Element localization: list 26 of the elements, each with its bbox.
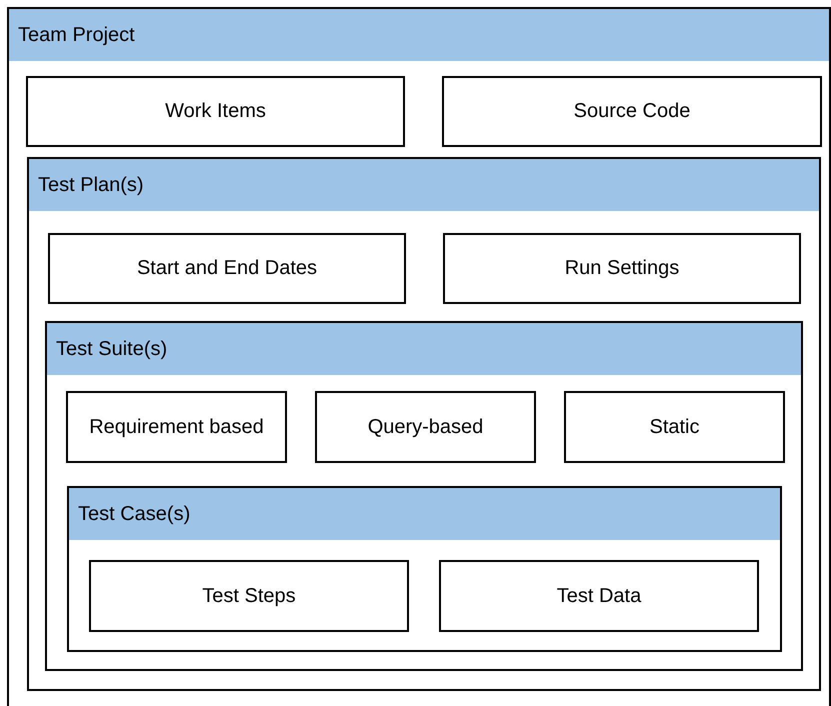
box-label: Test Data <box>556 584 642 608</box>
box-label: Source Code <box>574 100 690 123</box>
item-box <box>315 391 536 463</box>
box-label: Test Steps <box>202 584 296 608</box>
box-label: Query-based <box>368 416 484 438</box>
item-box <box>26 76 405 147</box>
container-box <box>27 157 821 691</box>
header-band: Test Case(s) <box>69 488 780 540</box>
box-label: Start and End Dates <box>136 257 318 280</box>
header-band: Test Plan(s) <box>29 159 819 211</box>
item-box <box>443 233 801 304</box>
item-box <box>439 560 759 632</box>
item-box <box>442 76 822 147</box>
header-band: Team Project <box>9 9 829 61</box>
container-box <box>45 321 803 671</box>
box-label: Static <box>649 416 700 438</box>
header-band: Test Suite(s) <box>47 323 801 375</box>
item-box <box>564 391 785 463</box>
box-label: Work Items <box>165 100 266 123</box>
container-box <box>67 486 782 652</box>
container-box <box>7 7 831 706</box>
item-box <box>66 391 287 463</box>
box-label: Run Settings <box>564 257 680 280</box>
item-box <box>48 233 406 304</box>
box-label: Requirement based <box>89 416 264 438</box>
item-box <box>89 560 409 632</box>
